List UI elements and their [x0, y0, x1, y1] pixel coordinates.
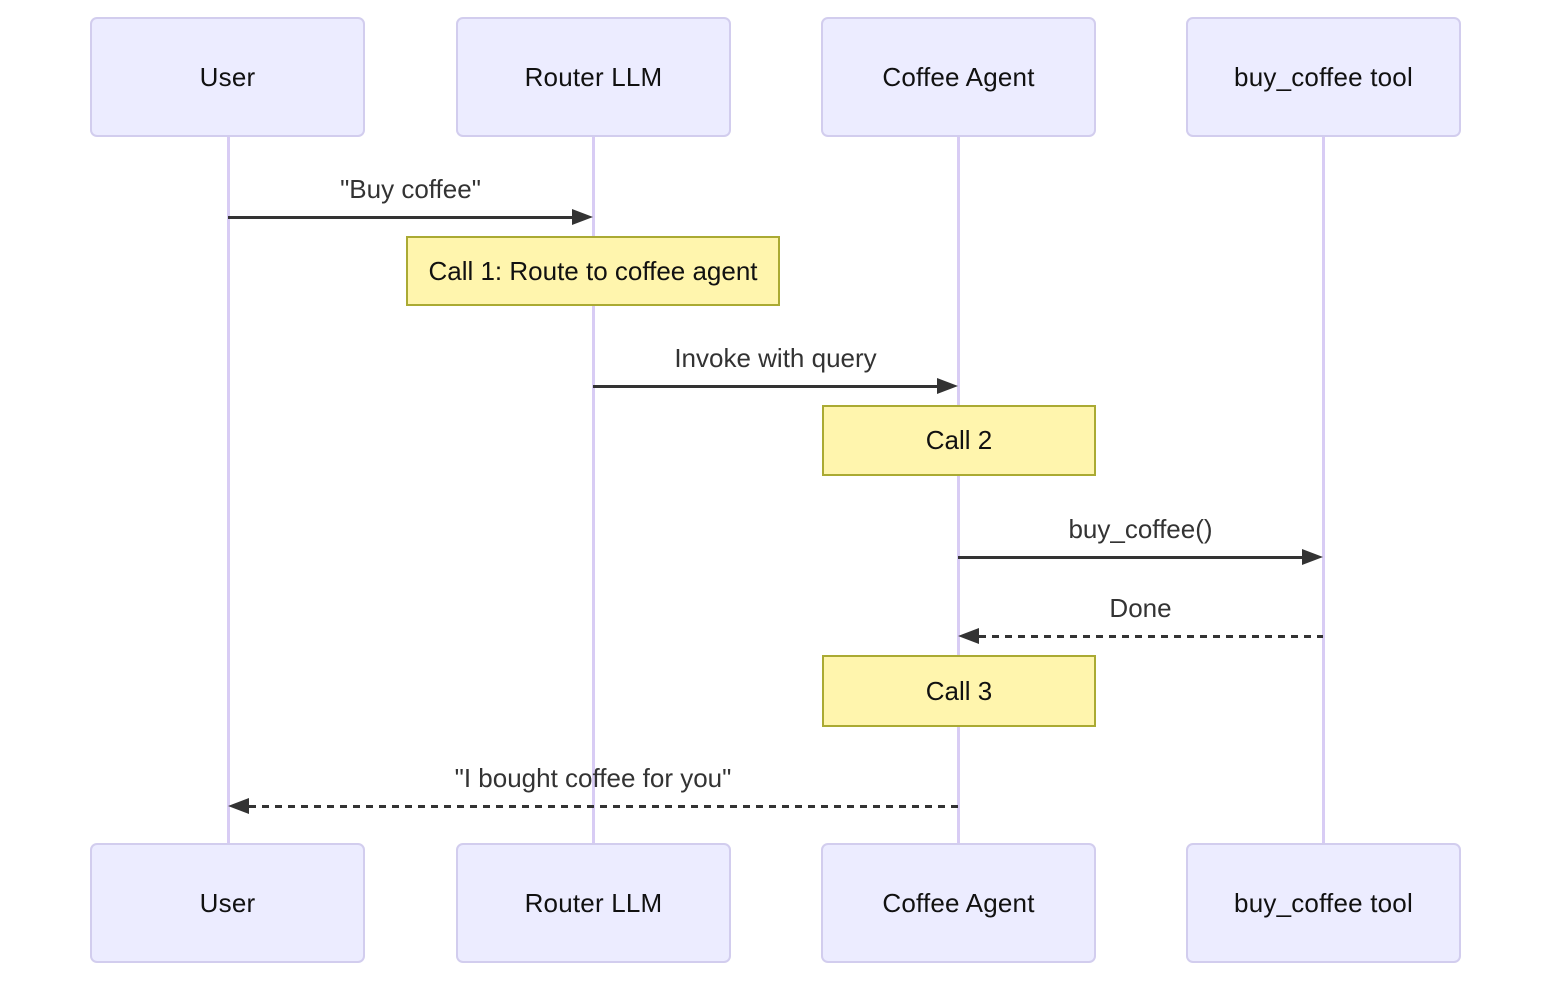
message-label-buy-coffee: "Buy coffee": [340, 174, 481, 204]
lifeline-user: [226, 137, 230, 843]
actor-user-top: User: [90, 17, 365, 137]
message-line-invoke-with-query: [593, 384, 938, 388]
message-line-buy-coffee: [228, 215, 573, 219]
actor-router-llm-label: Router LLM: [524, 61, 663, 92]
actor-buy-coffee-tool-top: buy_coffee tool: [1186, 17, 1461, 137]
message-line-bought-coffee: [249, 804, 958, 808]
arrowhead-left-icon: [958, 628, 979, 644]
note-call-3: Call 3: [822, 655, 1096, 727]
actor-router-llm-bottom: Router LLM: [456, 843, 731, 963]
actor-router-llm-label: Router LLM: [524, 887, 663, 918]
actor-router-llm-top: Router LLM: [456, 17, 731, 137]
message-line-done: [979, 634, 1323, 638]
message-label-done: Done: [1109, 593, 1172, 623]
lifeline-buy-coffee-tool: [1321, 137, 1325, 843]
note-call-1: Call 1: Route to coffee agent: [406, 236, 780, 306]
actor-user-label: User: [199, 61, 256, 92]
arrowhead-left-icon: [228, 798, 249, 814]
actor-coffee-agent-label: Coffee Agent: [882, 61, 1035, 92]
actor-buy-coffee-tool-label: buy_coffee tool: [1234, 887, 1413, 918]
actor-coffee-agent-top: Coffee Agent: [821, 17, 1096, 137]
note-call-2-label: Call 2: [925, 425, 993, 455]
message-line-buy-coffee-call: [958, 555, 1303, 559]
lifeline-router-llm: [591, 137, 595, 843]
arrowhead-right-icon: [572, 209, 593, 225]
arrowhead-right-icon: [937, 378, 958, 394]
actor-coffee-agent-label: Coffee Agent: [882, 887, 1035, 918]
message-label-buy-coffee-call: buy_coffee(): [1068, 514, 1213, 544]
actor-buy-coffee-tool-label: buy_coffee tool: [1234, 61, 1413, 92]
actor-coffee-agent-bottom: Coffee Agent: [821, 843, 1096, 963]
actor-user-label: User: [199, 887, 256, 918]
message-label-bought-coffee: "I bought coffee for you": [454, 763, 732, 793]
note-call-1-label: Call 1: Route to coffee agent: [428, 255, 758, 286]
arrowhead-right-icon: [1302, 549, 1323, 565]
actor-buy-coffee-tool-bottom: buy_coffee tool: [1186, 843, 1461, 963]
lifeline-coffee-agent: [956, 137, 960, 843]
message-label-invoke-with-query: Invoke with query: [674, 343, 877, 373]
note-call-3-label: Call 3: [925, 675, 993, 706]
note-call-2: Call 2: [822, 405, 1096, 476]
actor-user-bottom: User: [90, 843, 365, 963]
